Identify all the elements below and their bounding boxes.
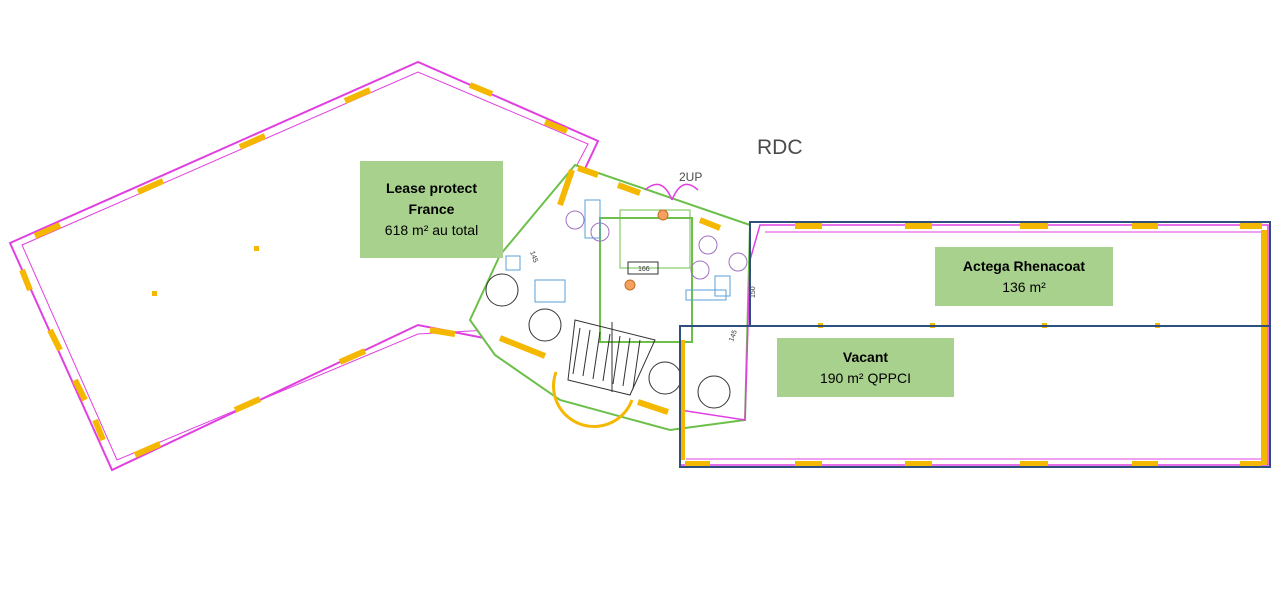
area-value: 136 m² <box>1002 278 1046 295</box>
tenant-name: France <box>408 201 455 217</box>
dimension-label: 145 <box>528 250 539 263</box>
window-marks <box>679 223 1267 467</box>
dimension-label: 166 <box>638 266 650 273</box>
tenant-name: Vacant <box>842 348 889 365</box>
floor-label: RDC <box>757 136 803 159</box>
lease-protect-label: Lease protect France 618 m² au total <box>360 161 503 258</box>
dimension-label: 145 <box>728 329 739 342</box>
dimension-label: 150 <box>750 286 757 298</box>
window-marks <box>19 82 569 458</box>
vacant-lot-border <box>679 325 1271 468</box>
area-value: 618 m² au total <box>384 222 479 238</box>
tenant-name: Lease protect <box>385 180 478 196</box>
area-value: 190 m² QPPCI <box>819 369 912 386</box>
east-wing <box>679 221 1271 468</box>
stair-label: 2UP <box>679 170 702 184</box>
tenant-name: Actega Rhenacoat <box>962 257 1086 274</box>
vacant-label: Vacant 190 m² QPPCI <box>777 338 954 397</box>
actega-rhenacoat-label: Actega Rhenacoat 136 m² <box>935 247 1113 306</box>
